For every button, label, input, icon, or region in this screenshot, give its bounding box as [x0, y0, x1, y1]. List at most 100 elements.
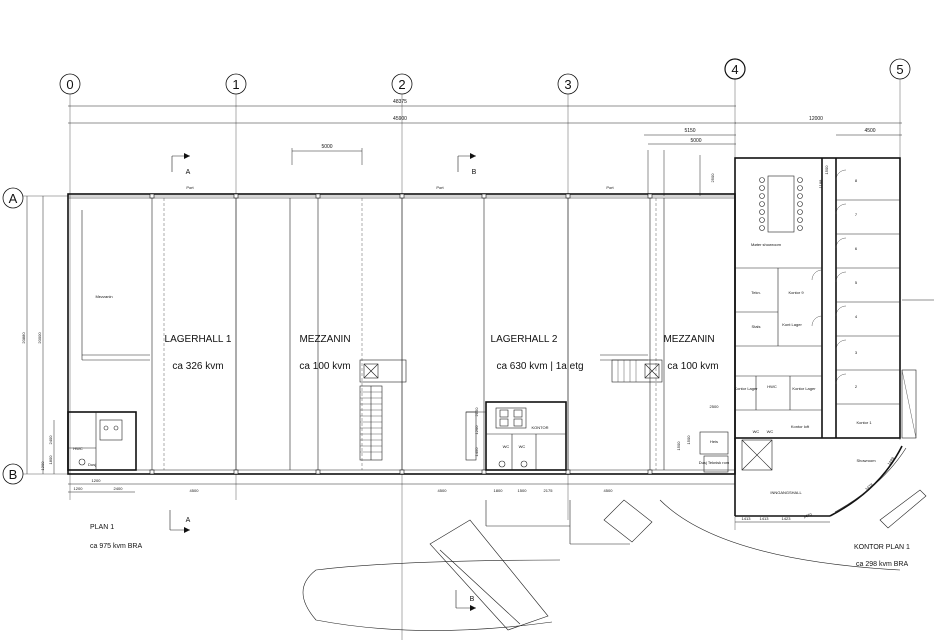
label-inngangshall: INNGANGSHALL	[770, 490, 802, 495]
top-dimensions: 48375 45900 12000 4500 5150 5000 5000 25…	[68, 99, 902, 196]
grid-bubble-5: 5	[889, 58, 911, 80]
label-room-6: 6	[855, 246, 858, 251]
label-showroom: Showroom	[856, 458, 876, 463]
label-kont-lager: Kont Lager	[782, 322, 802, 327]
right-annex	[901, 299, 934, 439]
svg-text:3: 3	[564, 77, 571, 92]
label-tekn: Tekn.	[751, 290, 761, 295]
label-dusj-tekn: Dusj Teknisk rom	[699, 460, 730, 465]
svg-text:45900: 45900	[393, 116, 407, 122]
svg-text:1188: 1188	[818, 179, 823, 188]
hall-label-mezzanin2: MEZZANIN	[663, 334, 714, 345]
label-dusj-left: Dusj	[88, 462, 96, 467]
label-room-8: 8	[855, 178, 858, 183]
plan1-title: PLAN 1	[90, 524, 114, 531]
svg-text:1500: 1500	[676, 441, 681, 451]
label-room-4: 4	[855, 314, 858, 319]
svg-text:A: A	[186, 169, 191, 176]
label-kontorloft: Kontor loft	[791, 424, 810, 429]
stair-mezzanin2	[611, 359, 663, 383]
bay-lines	[151, 198, 665, 470]
kontorplan1-title: KONTOR PLAN 1	[854, 544, 910, 551]
grid-bubble-1: 1	[225, 73, 247, 95]
svg-text:B: B	[472, 169, 477, 176]
label-room-2: 2	[855, 384, 858, 389]
svg-text:Port: Port	[436, 185, 444, 190]
section-marker-a-bottom: A	[169, 510, 191, 533]
svg-text:4500: 4500	[438, 488, 448, 493]
office-doors	[811, 169, 847, 385]
svg-text:Port: Port	[606, 185, 614, 190]
site-ramps	[302, 489, 927, 631]
grid-bubble-2: 2	[391, 73, 413, 95]
svg-text:1200: 1200	[74, 486, 84, 491]
svg-text:1500: 1500	[518, 488, 528, 493]
svg-text:1499: 1499	[886, 455, 896, 466]
left-dimensions: 20880 20000 2400 1800 1200	[21, 196, 55, 474]
hall-label-lagerhall2: LAGERHALL 2	[491, 334, 558, 345]
office-wing-walls	[734, 157, 901, 439]
svg-text:1200: 1200	[92, 478, 102, 483]
svg-text:1: 1	[232, 77, 239, 92]
svg-text:1470: 1470	[802, 511, 813, 519]
label-kontor9: Kontor 9	[788, 290, 804, 295]
grid-bubble-A: A	[2, 187, 24, 209]
svg-text:1200: 1200	[40, 461, 45, 471]
svg-text:B: B	[9, 467, 18, 482]
svg-text:1423: 1423	[782, 516, 792, 521]
label-wc-r2: WC	[767, 429, 774, 434]
hall-area-mezzanin1: ca 100 kvm	[299, 361, 350, 372]
svg-text:A: A	[9, 191, 18, 206]
label-hwc-right: HWC	[767, 384, 777, 389]
svg-text:1200: 1200	[474, 425, 479, 435]
svg-text:4: 4	[731, 62, 738, 77]
svg-text:20880: 20880	[21, 332, 26, 344]
label-room-3: 3	[855, 350, 858, 355]
column-posts	[149, 193, 653, 475]
label-kontor-small: KONTOR	[531, 425, 548, 430]
svg-text:B: B	[470, 596, 475, 603]
svg-text:1500: 1500	[686, 435, 691, 445]
svg-text:2400: 2400	[114, 486, 124, 491]
svg-text:1413: 1413	[742, 516, 752, 521]
label-mote: Møter showroom	[751, 242, 782, 247]
bottom-dimensions: 1200 1200 2400 4500 4500 4500 1800 1500 …	[68, 165, 896, 523]
svg-text:5150: 5150	[684, 128, 695, 134]
grid-lines	[22, 78, 901, 640]
svg-text:5: 5	[896, 62, 903, 77]
label-wc2: WC	[519, 444, 526, 449]
svg-text:4500: 4500	[864, 128, 875, 134]
port-tags: Port Port Port	[186, 185, 614, 190]
label-room-7: 7	[855, 212, 858, 217]
svg-text:0: 0	[66, 77, 73, 92]
label-stals: Stals	[752, 324, 761, 329]
svg-text:A: A	[186, 517, 191, 524]
hall-label-lagerhall1: LAGERHALL 1	[165, 334, 232, 345]
grid-bubble-4: 4	[724, 58, 746, 80]
svg-text:4500: 4500	[190, 488, 200, 493]
section-marker-b-top: B	[457, 153, 477, 176]
svg-text:1800: 1800	[48, 455, 53, 465]
hall-area-mezzanin2: ca 100 kvm	[667, 361, 718, 372]
svg-text:2175: 2175	[544, 488, 554, 493]
section-marker-b-bottom: B	[455, 590, 476, 611]
svg-text:2500: 2500	[710, 173, 715, 183]
svg-text:Port: Port	[186, 185, 194, 190]
central-wc-block	[465, 401, 567, 471]
left-toilet-block	[67, 411, 137, 471]
svg-text:2500: 2500	[710, 404, 720, 409]
svg-text:5000: 5000	[690, 138, 701, 144]
svg-text:2: 2	[398, 77, 405, 92]
svg-text:4500: 4500	[604, 488, 614, 493]
svg-text:20000: 20000	[37, 332, 42, 344]
section-marker-a-top: A	[171, 153, 191, 176]
svg-text:12000: 12000	[809, 116, 823, 122]
grid-bubble-B: B	[2, 463, 24, 485]
label-kontor1: Kontor 1	[856, 420, 872, 425]
grid-bubble-0: 0	[59, 73, 81, 95]
svg-text:5000: 5000	[321, 144, 332, 150]
svg-text:48375: 48375	[393, 99, 407, 105]
svg-text:1800: 1800	[494, 488, 504, 493]
svg-text:2400: 2400	[48, 435, 53, 445]
